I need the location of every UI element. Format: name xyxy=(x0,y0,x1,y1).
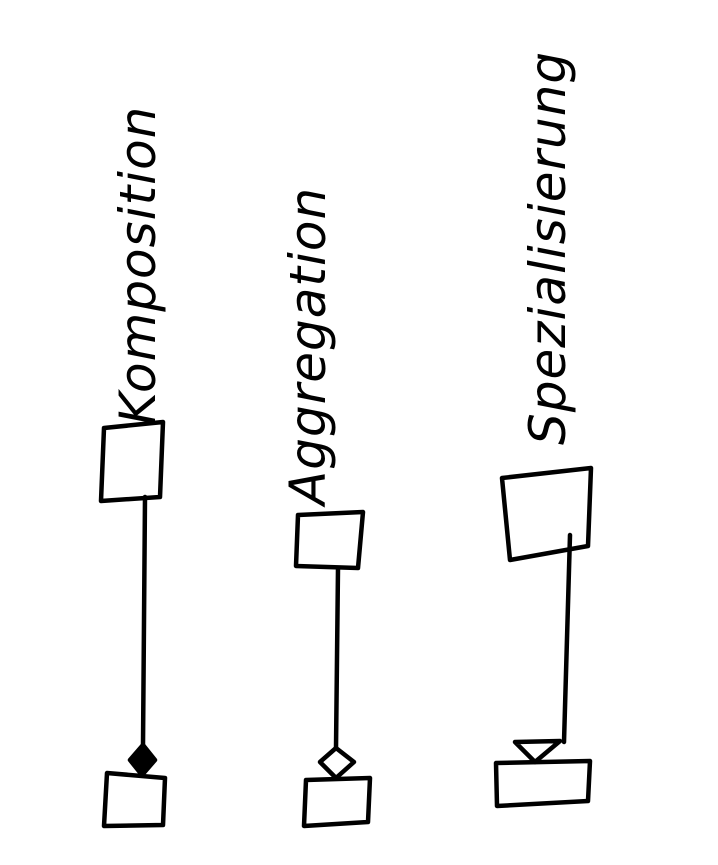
composition-filled-diamond-marker xyxy=(127,742,158,778)
aggregation-line xyxy=(333,565,341,751)
aggregation-bottom-box xyxy=(301,775,373,829)
composition-label: Komposition xyxy=(109,106,167,425)
aggregation-label: Aggregation xyxy=(279,187,337,508)
composition-group: Komposition xyxy=(98,106,168,829)
specialization-group: Spezialisierung xyxy=(493,51,594,809)
composition-top-box xyxy=(98,419,166,504)
specialization-hollow-triangle-marker xyxy=(512,738,563,765)
composition-bottom-box xyxy=(101,770,168,829)
specialization-top-box xyxy=(499,465,594,563)
composition-line xyxy=(140,494,148,748)
aggregation-group: Aggregation xyxy=(279,187,373,829)
aggregation-top-box xyxy=(293,509,366,571)
specialization-bottom-box xyxy=(493,758,593,809)
specialization-line xyxy=(561,532,573,745)
specialization-label: Spezialisierung xyxy=(519,51,577,445)
aggregation-hollow-diamond-marker xyxy=(317,745,357,781)
